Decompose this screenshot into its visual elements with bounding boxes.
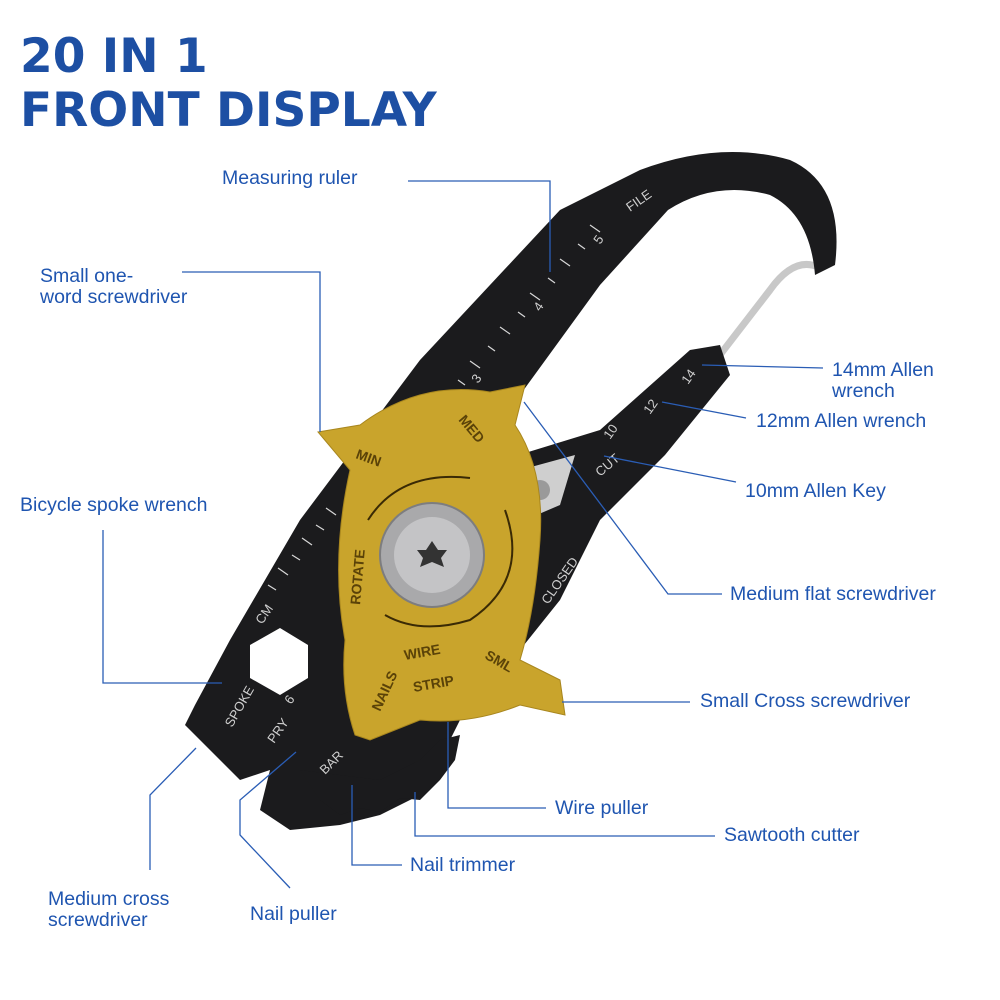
callout-text: Bicycle spoke wrench: [20, 494, 208, 516]
callout-text: Medium flat screwdriver: [730, 583, 936, 605]
allen-10-marking: 10: [600, 421, 621, 441]
hex-spoke-hole: [250, 628, 308, 695]
callout-text: wrench: [832, 380, 895, 402]
callout-nail-trimmer: Nail trimmer: [410, 855, 515, 876]
callout-text: Medium cross: [48, 888, 170, 910]
page-title: 20 IN 1 FRONT DISPLAY: [20, 30, 437, 138]
callout-sawtooth-cutter: Sawtooth cutter: [724, 825, 860, 846]
callout-medium-flat-screwdriver: Medium flat screwdriver: [730, 584, 936, 605]
callout-measuring-ruler: Measuring ruler: [222, 168, 357, 189]
callout-text: screwdriver: [48, 909, 148, 931]
callout-small-cross-screwdriver: Small Cross screwdriver: [700, 691, 910, 712]
callout-small-one-word-screwdriver: Small one-word screwdriver: [40, 266, 187, 308]
plate-rotate: ROTATE: [347, 549, 368, 606]
torx-icon: [417, 541, 447, 567]
rotate-arrow-lower: [384, 509, 514, 628]
callout-text: Measuring ruler: [222, 167, 358, 189]
callout-text: Nail trimmer: [410, 854, 516, 876]
callout-text: Sawtooth cutter: [724, 824, 860, 846]
callout-text: Small one-: [40, 265, 134, 287]
rotate-arrow-upper: [367, 475, 471, 521]
callout-nail-puller: Nail puller: [250, 904, 337, 925]
callout-12mm-allen-wrench: 12mm Allen wrench: [756, 411, 926, 432]
callout-text: 10mm Allen Key: [745, 480, 886, 502]
callout-text: Wire puller: [555, 797, 649, 819]
plate-wire: WIRE: [403, 641, 442, 663]
leader-lines: [102, 180, 824, 889]
callout-text: Nail puller: [250, 903, 337, 925]
callout-text: word screwdriver: [40, 286, 188, 308]
callout-text: Small Cross screwdriver: [700, 690, 911, 712]
allen-12-marking: 12: [640, 396, 661, 416]
callout-bicycle-spoke-wrench: Bicycle spoke wrench: [20, 495, 208, 516]
allen-14-marking: 14: [678, 366, 699, 386]
sawtooth-edge: [300, 735, 460, 815]
callout-text: 12mm Allen wrench: [756, 410, 927, 432]
callout-text: 14mm Allen: [832, 359, 934, 381]
title-line-1: 20 IN 1: [20, 29, 208, 84]
plate-strip: STRIP: [412, 672, 455, 695]
ruler-ticks: [267, 224, 601, 591]
callout-wire-puller: Wire puller: [555, 798, 648, 819]
title-line-2: FRONT DISPLAY: [20, 83, 437, 138]
callout-10mm-allen-key: 10mm Allen Key: [745, 481, 886, 502]
